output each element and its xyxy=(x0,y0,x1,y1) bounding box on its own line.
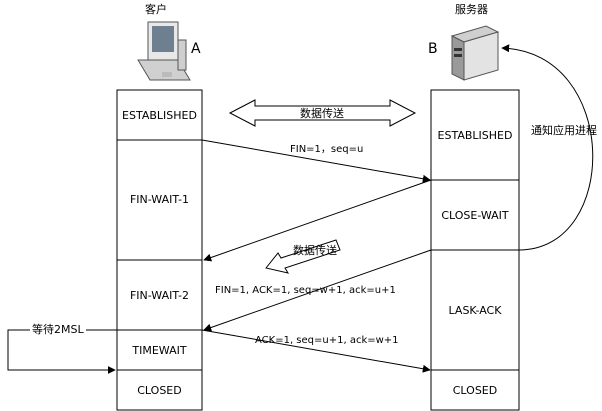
notify-label: 通知应用进程 xyxy=(531,124,597,137)
fin1-label: FIN=1，seq=u xyxy=(290,144,364,155)
server-icon xyxy=(450,25,500,81)
wait-label: 等待2MSL xyxy=(30,323,86,336)
client-caption: 客户 xyxy=(145,3,167,16)
server-state-last-ack: LASK-ACK xyxy=(448,304,502,317)
ack-label: ACK=1, seq=u+1, ack=w+1 xyxy=(255,335,399,346)
client-computer-icon xyxy=(137,21,191,81)
server-caption: 服务器 xyxy=(455,3,488,16)
notify-curve xyxy=(501,44,594,251)
wait-loop xyxy=(7,329,117,374)
server-state-established: ESTABLISHED xyxy=(437,129,513,142)
client-column xyxy=(116,89,203,411)
client-state-timewait: TIMEWAIT xyxy=(132,344,187,357)
server-column xyxy=(430,89,520,411)
client-state-fin-wait-2: FIN-WAIT-2 xyxy=(129,289,190,302)
client-state-fin-wait-1: FIN-WAIT-1 xyxy=(129,193,190,206)
data-transfer-label: 数据传送 xyxy=(300,107,344,120)
server-state-close-wait: CLOSE-WAIT xyxy=(441,209,509,222)
data-transfer-arrow xyxy=(228,99,417,127)
fin1-arrow xyxy=(201,139,431,183)
fin2-arrow xyxy=(203,249,432,332)
ack1-arrow xyxy=(203,179,432,262)
final-ack-arrow xyxy=(201,329,431,373)
data-transfer-return-arrow xyxy=(265,239,341,274)
server-letter: B xyxy=(428,41,438,57)
client-letter: A xyxy=(191,41,201,57)
client-state-closed: CLOSED xyxy=(137,384,182,397)
server-state-closed: CLOSED xyxy=(452,384,498,397)
data-transfer-label-2: 数据传送 xyxy=(293,244,337,257)
fin2-label: FIN=1, ACK=1, seq=w+1, ack=u+1 xyxy=(215,285,396,296)
client-state-established: ESTABLISHED xyxy=(122,109,197,122)
